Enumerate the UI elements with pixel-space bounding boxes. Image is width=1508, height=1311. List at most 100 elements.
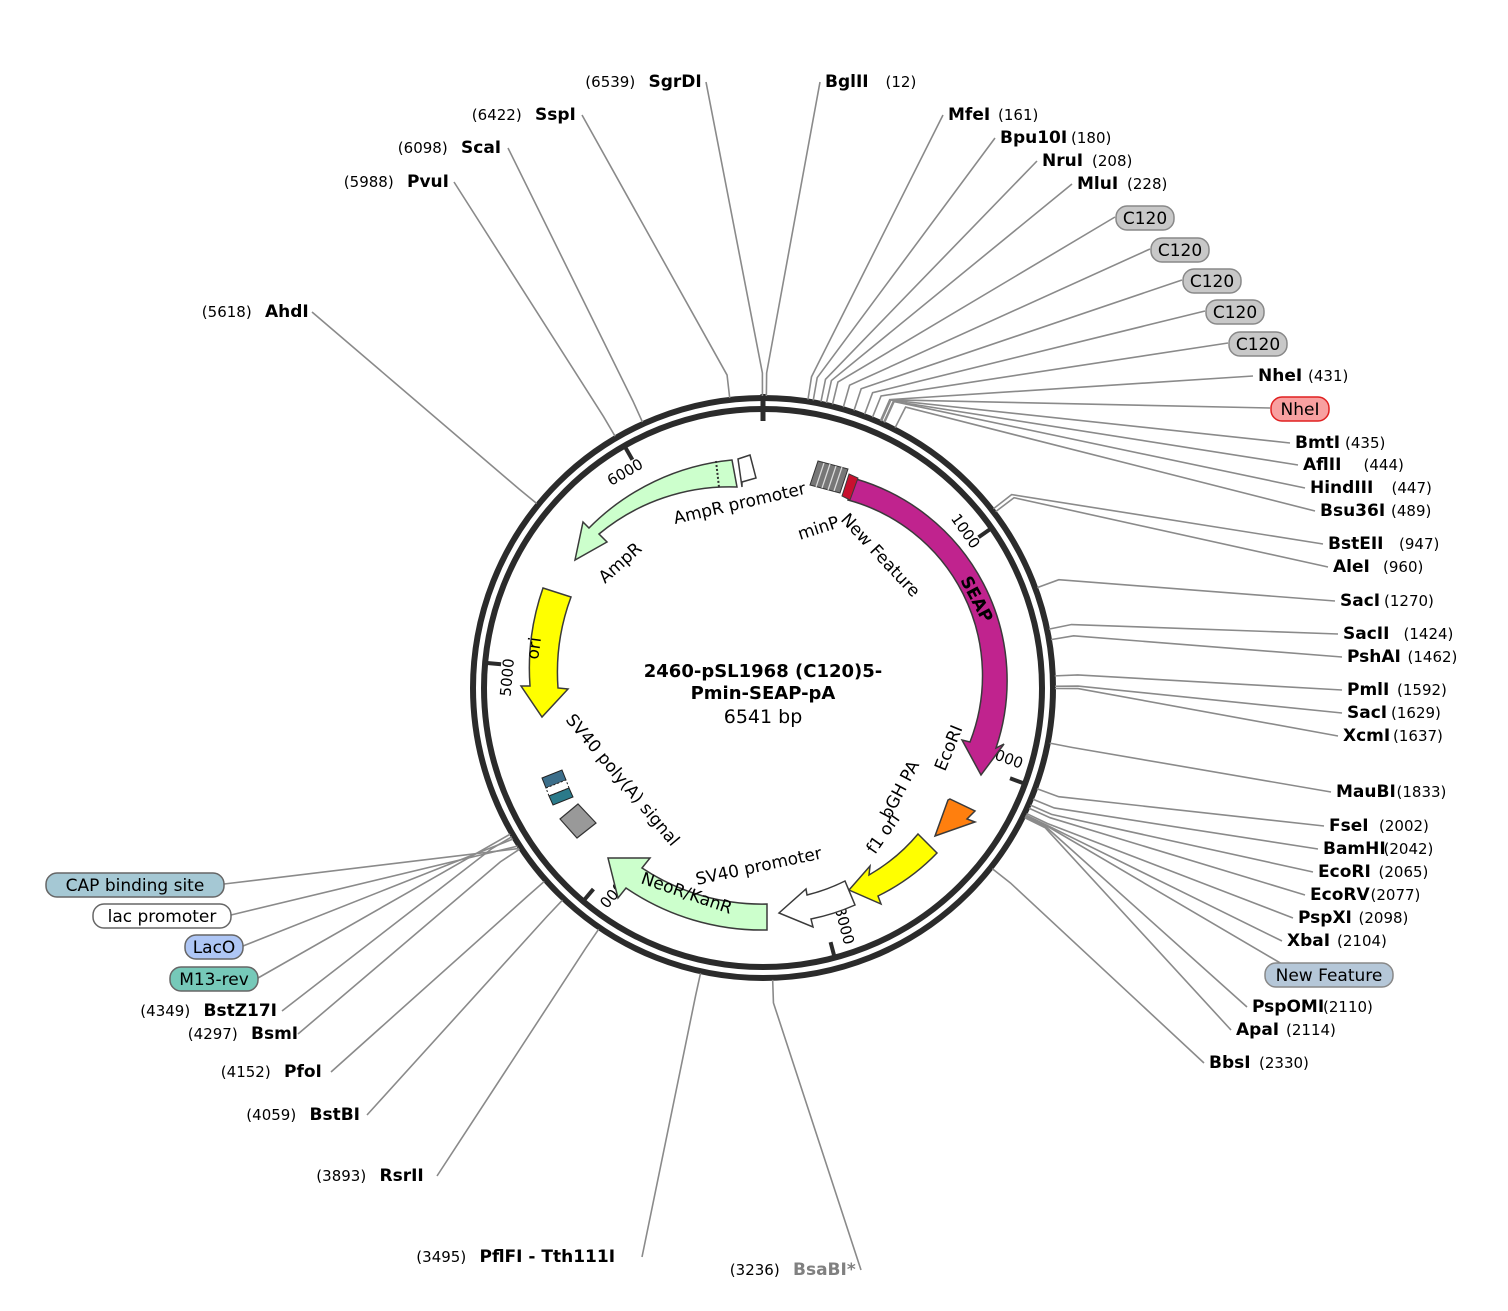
site-leader-line — [1026, 812, 1294, 919]
site-pvui[interactable]: PvuI(5988) — [344, 172, 616, 437]
features — [519, 454, 1008, 931]
site-position-label: (6422) — [472, 106, 522, 124]
site-name-label: PspOMI — [1252, 997, 1324, 1017]
site-bamhi[interactable]: BamHI(2042) — [1032, 798, 1433, 859]
ori-feature-arrow[interactable] — [519, 587, 572, 719]
site-pfoi[interactable]: PfoI(4152) — [221, 880, 545, 1082]
site-alei[interactable]: AleI(960) — [995, 496, 1424, 577]
site-bmti[interactable]: BmtI(435) — [880, 399, 1385, 453]
site-position-label: (2110) — [1323, 998, 1373, 1016]
site-nrui[interactable]: NruI(208) — [820, 151, 1132, 402]
neor-kanr-feature-arrow[interactable] — [607, 857, 768, 931]
site-xcmi[interactable]: XcmI(1637) — [1054, 687, 1443, 746]
site-bbsi[interactable]: BbsI(2330) — [991, 868, 1309, 1073]
site-position-label: (4349) — [140, 1002, 190, 1020]
site-leader-line — [507, 147, 644, 423]
site-name-label: SacI — [1347, 703, 1387, 723]
site-ahdi[interactable]: AhdI(5618) — [202, 302, 538, 505]
site-name-label: HindIII — [1310, 478, 1373, 498]
site-mlui[interactable]: MluI(228) — [825, 174, 1167, 404]
site-leader-line — [894, 406, 1316, 512]
feature-leader-line — [257, 833, 511, 979]
site-position-label: (2114) — [1286, 1021, 1336, 1039]
site-name-label: Bpu10I — [1000, 128, 1067, 148]
site-fsei[interactable]: FseI(2002) — [1036, 788, 1429, 836]
site-name-label: SgrDI — [649, 72, 702, 92]
site-bglii[interactable]: BglII(12) — [765, 72, 917, 397]
site-maubi[interactable]: MauBI(1833) — [1049, 742, 1447, 802]
site-hindiii[interactable]: HindIII(447) — [883, 400, 1432, 498]
site-leader-line — [771, 979, 862, 1271]
site-saci[interactable]: SacI(1270) — [1036, 578, 1434, 611]
site-sacii[interactable]: SacII(1424) — [1048, 623, 1453, 644]
feature-box — [45, 872, 225, 898]
sv40-promoter-feature-arrow[interactable] — [777, 879, 856, 929]
site-bsteii[interactable]: BstEII(947) — [992, 493, 1439, 554]
f1-ori-feature-arrow[interactable] — [847, 832, 939, 906]
ampr-feature-arrow[interactable] — [573, 459, 738, 562]
site-apai[interactable]: ApaI(2114) — [1024, 816, 1336, 1040]
site-c120[interactable]: C120 — [831, 205, 1175, 405]
feature-laco[interactable]: LacO — [184, 838, 514, 960]
site-position-label: (1592) — [1397, 681, 1447, 699]
site-ecorv[interactable]: EcoRV(2077) — [1028, 807, 1420, 905]
site-bsu36i[interactable]: Bsu36I(489) — [894, 406, 1431, 521]
site-position-label: (2065) — [1379, 863, 1429, 881]
bgh-pa-feature-arrow[interactable] — [933, 798, 978, 838]
lac-features-cluster[interactable] — [541, 769, 574, 806]
site-name-label: PshAI — [1347, 647, 1401, 667]
site-position-label: (947) — [1399, 535, 1439, 553]
site-name-label: AleI — [1333, 557, 1370, 577]
feature-cap-binding-site[interactable]: CAP binding site — [45, 847, 520, 898]
site-leader-line — [825, 183, 1073, 404]
site-pflfi-tth111i[interactable]: PflFI - Tth111I(3495) — [416, 973, 702, 1267]
site-name-label: Bsu36I — [1320, 501, 1385, 521]
site-pshai[interactable]: PshAI(1462) — [1050, 635, 1457, 667]
site-c120[interactable]: C120 — [863, 299, 1265, 415]
site-sgrdi[interactable]: SgrDI(6539) — [585, 72, 764, 397]
site-saci[interactable]: SacI(1629) — [1054, 685, 1441, 723]
site-position-label: (12) — [886, 73, 917, 91]
scale-tick-label: 6000 — [604, 455, 646, 490]
site-pmli[interactable]: PmlI(1592) — [1054, 674, 1447, 700]
site-bstbi[interactable]: BstBI(4059) — [246, 899, 563, 1125]
site-ecori[interactable]: EcoRI(2065) — [1030, 804, 1429, 882]
site-bsabi[interactable]: BsaBI*(3236) — [730, 979, 862, 1280]
site-position-label: (4297) — [188, 1025, 238, 1043]
site-pspxi[interactable]: PspXI(2098) — [1026, 812, 1409, 928]
minp-feature-box[interactable] — [809, 460, 849, 494]
site-leader-line — [883, 400, 1299, 466]
site-leader-line — [1036, 788, 1325, 827]
site-bsmi[interactable]: BsmI(4297) — [188, 848, 520, 1044]
new-feature-mark[interactable] — [841, 473, 859, 501]
site-bstz17i[interactable]: BstZ17I (4349) — [140, 836, 513, 1021]
site-name-label: BstZ17I — [204, 1001, 278, 1021]
sv40-polya-feature-box[interactable] — [559, 803, 597, 839]
site-name-label: BsaBI* — [793, 1260, 856, 1280]
site-bpu10i[interactable]: Bpu10I(180) — [812, 128, 1111, 401]
site-new-feature[interactable]: New Feature — [1025, 814, 1394, 988]
ampr-promoter-feature-arrow[interactable] — [737, 454, 757, 488]
site-aflii[interactable]: AflII(444) — [883, 400, 1404, 475]
site-leader-line — [1054, 687, 1339, 737]
site-leader-line — [853, 279, 1183, 411]
feature-leader-line — [230, 845, 518, 916]
site-sspi[interactable]: SspI(6422) — [472, 105, 731, 398]
site-c120[interactable]: C120 — [871, 331, 1288, 418]
site-box — [1228, 331, 1288, 357]
site-leader-line — [1036, 578, 1336, 602]
site-c120[interactable]: C120 — [853, 268, 1242, 411]
site-rsrii[interactable]: RsrII(3893) — [316, 928, 600, 1186]
seap-feature-arrow[interactable] — [847, 478, 1008, 777]
site-name-label: BamHI — [1323, 839, 1386, 859]
site-pspomi[interactable]: PspOMI(2110) — [1024, 815, 1373, 1017]
feature-m13-rev[interactable]: M13-rev — [169, 833, 511, 992]
site-position-label: (2104) — [1337, 932, 1387, 950]
site-c120[interactable]: C120 — [842, 237, 1210, 408]
site-scai[interactable]: ScaI(6098) — [398, 138, 644, 423]
site-name-label: NruI — [1042, 151, 1083, 171]
site-leader-line — [807, 114, 944, 400]
site-leader-line — [831, 216, 1116, 405]
site-mfei[interactable]: MfeI(161) — [807, 105, 1038, 400]
site-position-label: (4152) — [221, 1063, 271, 1081]
